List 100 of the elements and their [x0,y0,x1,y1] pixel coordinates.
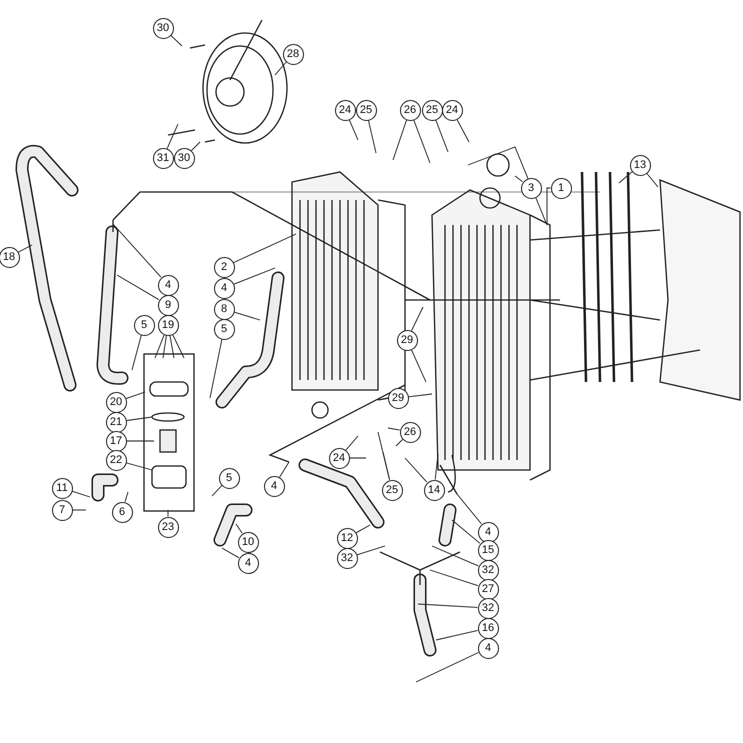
leader-line [170,34,182,46]
callout-number: 21 [106,412,126,432]
leader-line [18,244,32,253]
leader-line [452,520,480,544]
callout-number: 24 [334,100,356,120]
leader-line [378,432,390,480]
callout-number: 5 [218,468,240,488]
leader-line [274,62,287,76]
callout-number: 22 [106,450,126,470]
leader-line [456,494,482,524]
callout-number: 29 [388,388,408,408]
leader-line [411,306,424,332]
callout-number: 26 [400,422,420,442]
leader-line [72,490,90,498]
callout-number: 19 [158,314,178,336]
leader-line [388,428,400,431]
callout-number: 24 [328,448,350,468]
leader-line [418,604,478,608]
callout-number: 32 [478,598,498,618]
leader-line [162,334,167,358]
leader-line [124,492,128,502]
callout-number: 8 [214,298,234,320]
callout-number: 29 [396,330,418,350]
leader-line [396,438,404,446]
callout-number: 11 [52,478,72,498]
callout-number: 13 [630,154,650,176]
leader-line [154,334,165,358]
leader-line [392,119,408,160]
leader-line [436,630,478,640]
leader-line [408,394,432,398]
leader-line [356,546,386,556]
leader-line [432,546,479,566]
leader-line [126,416,152,422]
callout-number: 27 [478,578,498,600]
leader-line [416,652,479,682]
callout-number: 30 [152,18,174,38]
leader-line [434,454,438,480]
callout-number: 31 [152,148,174,168]
callout-number: 17 [106,430,126,452]
leader-line [468,146,551,226]
callout-number: 10 [238,532,258,552]
leader-line [166,124,178,149]
leader-line [233,234,296,264]
leader-line [404,458,428,483]
callout-number: 4 [478,638,498,658]
leader-line [279,462,290,478]
callout-number: 28 [282,44,304,64]
callout-number: 4 [264,476,284,496]
leader-line [368,120,376,154]
callout-number: 4 [478,522,498,542]
leader-line [618,171,632,184]
callout-number: 9 [158,294,178,316]
leader-line [126,440,154,442]
leader-line [125,392,146,400]
leader-line [646,172,658,188]
callout-number: 26 [400,100,420,120]
leader-line [112,224,162,278]
leader-line [233,268,276,285]
callout-number: 25 [356,100,376,120]
callout-number: 6 [112,502,132,522]
callout-number: 4 [158,274,178,296]
callout-number: 3 [520,178,542,198]
callout-number: 32 [478,560,498,580]
callout-number: 7 [52,500,72,520]
leader-line [345,436,358,451]
callout-number: 18 [0,246,20,268]
leader-line [210,338,222,398]
leader-line [172,334,184,358]
callout-number: 1 [550,178,572,198]
leader-line [222,548,240,558]
leader-line [132,334,142,370]
callout-number: 30 [174,148,194,168]
leader-line [456,118,470,142]
leader-line [356,524,370,534]
leader-line [435,119,448,152]
callout-number: 5 [134,314,154,336]
callout-number: 15 [478,540,498,560]
leader-line [410,349,426,382]
leader-line [382,452,390,480]
leader-line [212,485,222,496]
leader-line [126,462,152,470]
callout-number: 25 [382,480,402,500]
callout-number: 4 [214,278,234,298]
callout-number: 4 [238,552,258,574]
callout-number: 20 [106,392,126,412]
leader-line [169,334,174,358]
leader-line [236,524,243,534]
callout-number: 5 [214,318,234,340]
callout-number: 23 [158,516,178,538]
leader-line [514,176,524,182]
callout-number: 24 [442,100,462,120]
leader-line [348,119,358,140]
leader-line [234,312,260,320]
callout-number: 2 [214,256,234,278]
callout-number: 25 [422,100,442,120]
callout-number: 14 [424,480,444,500]
leader-line [430,570,478,586]
callout-number: 16 [478,618,498,638]
leader-line [413,119,430,164]
leader-line [190,142,200,152]
